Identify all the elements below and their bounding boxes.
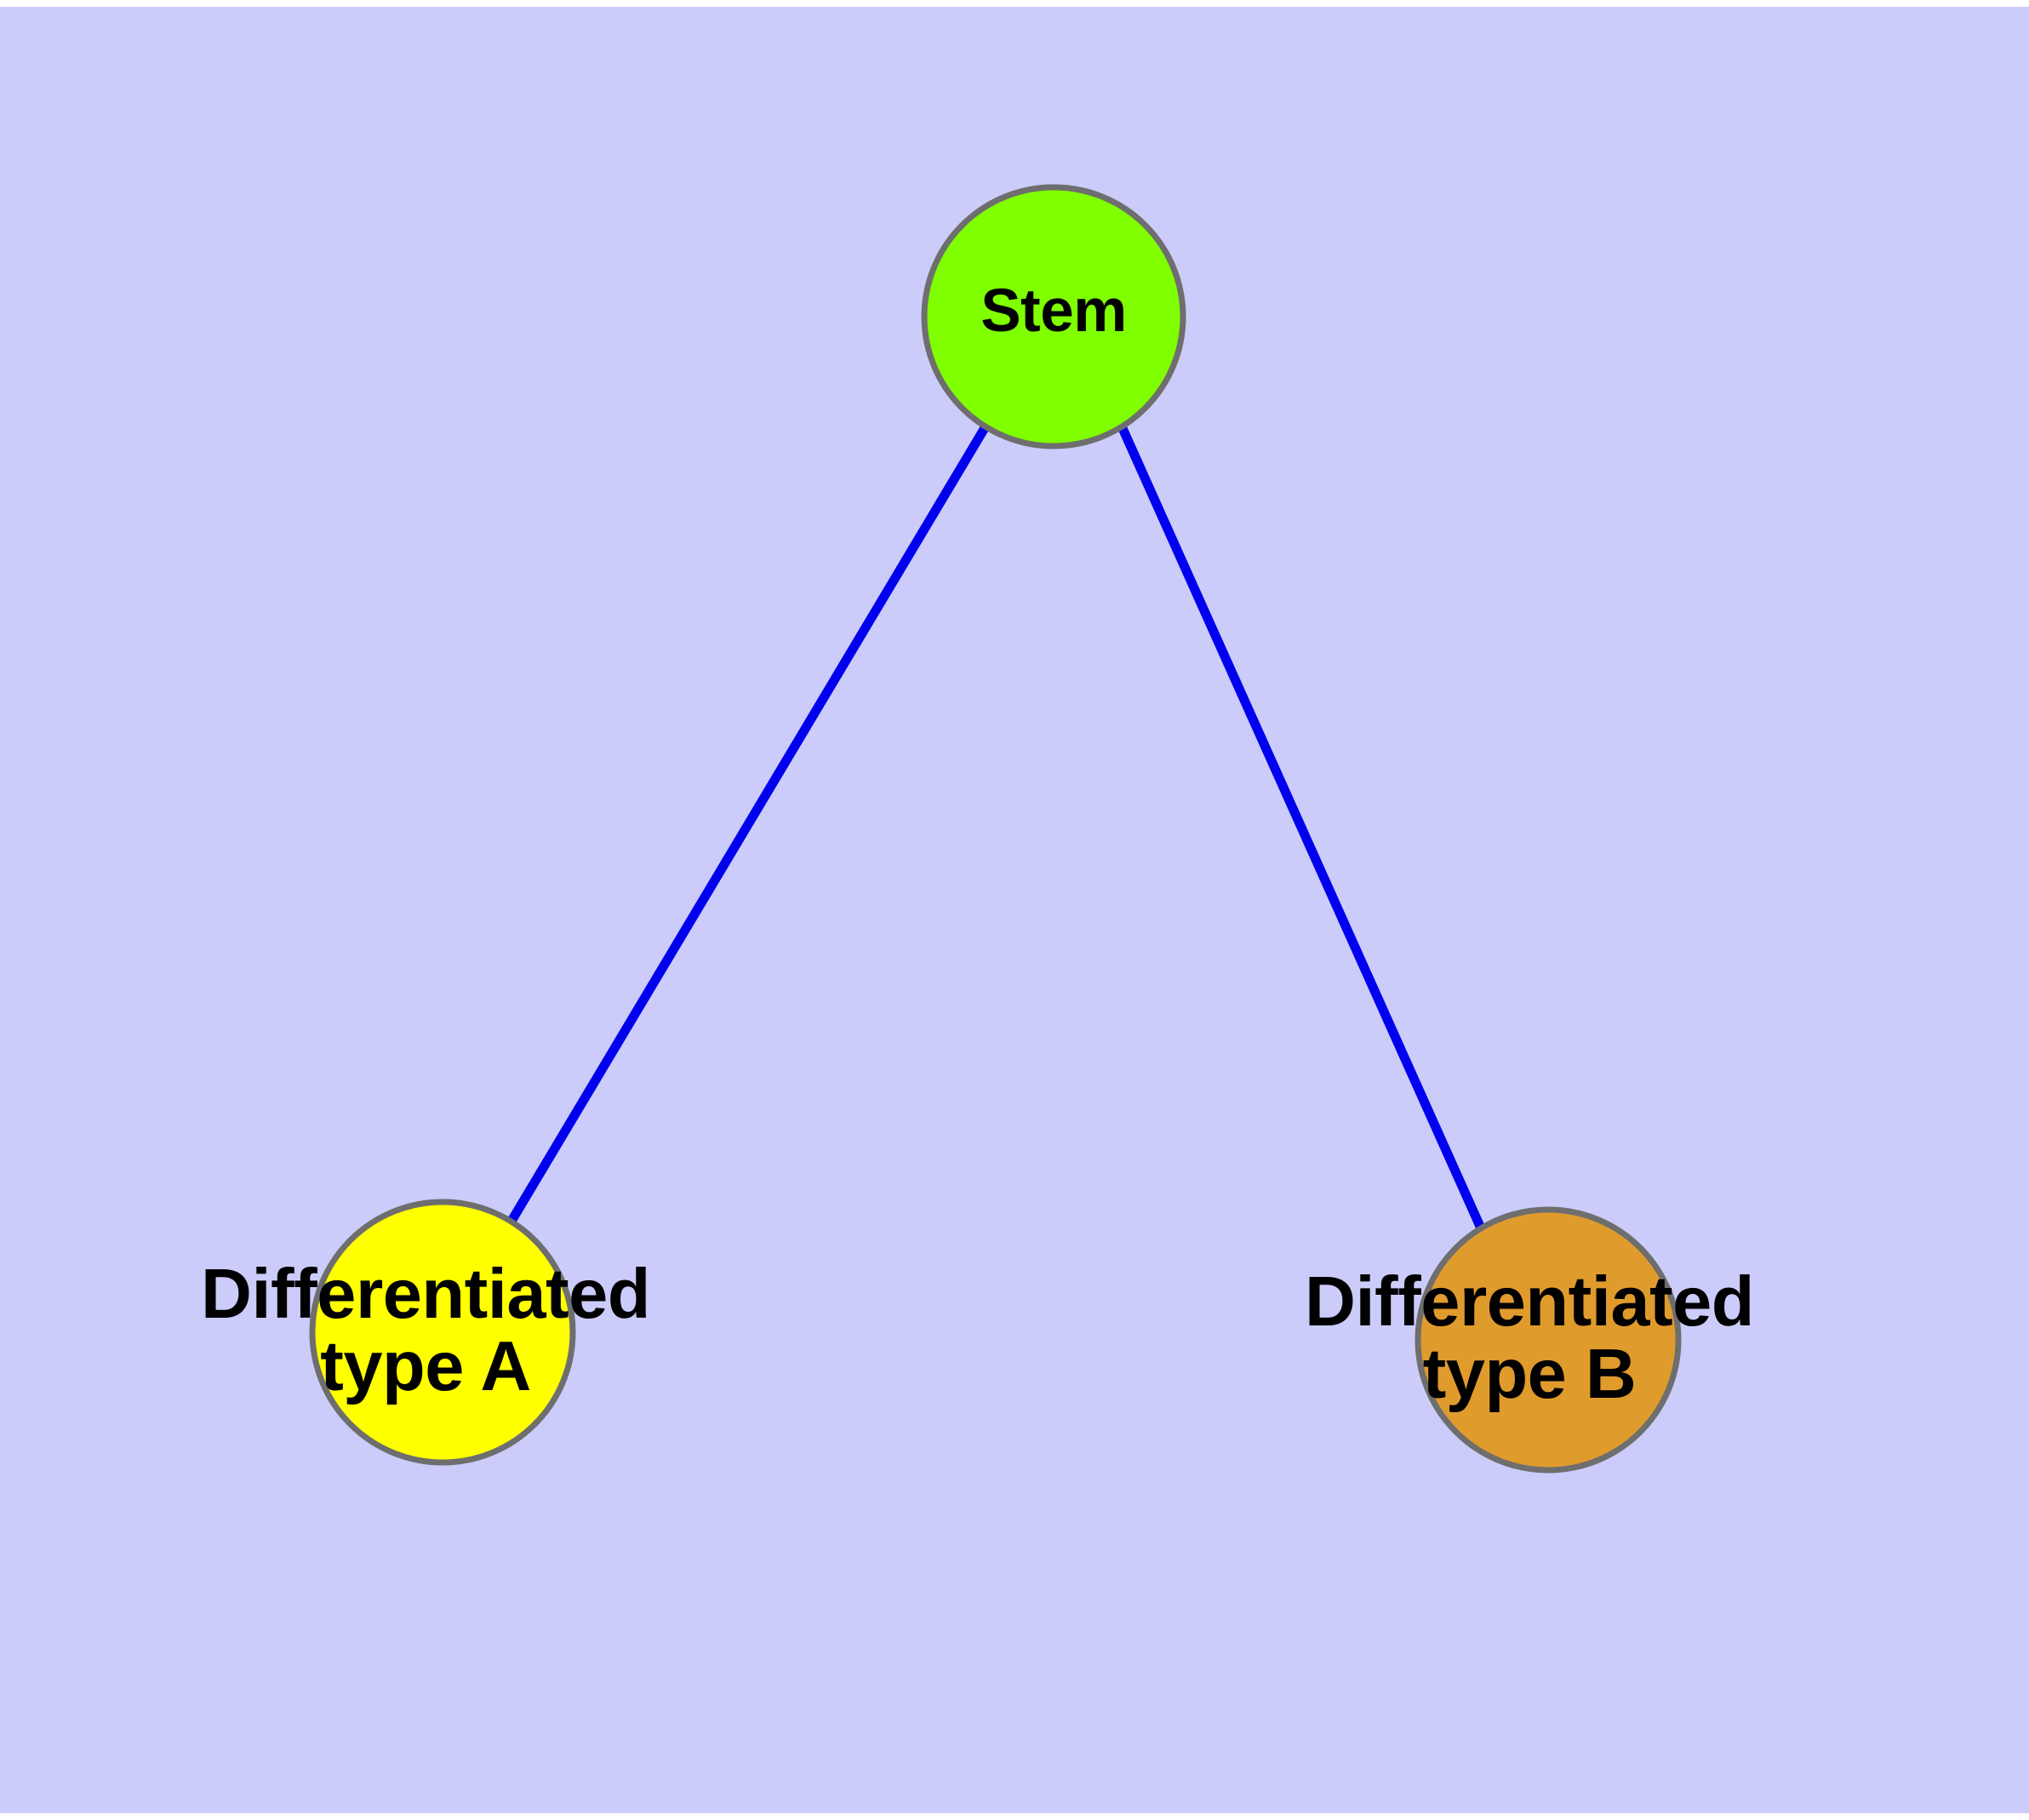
node-circle-stem[interactable] [921, 184, 1186, 449]
node-label-diff-b-line-1: Differentiated [1305, 1262, 1754, 1341]
edge-stem-to-diff-b [1117, 424, 1487, 1233]
graph-svg [309, 184, 1682, 1474]
diagram-background: Stem Differentiated type A Differentiate… [0, 7, 2029, 1813]
edge-layer [506, 424, 1487, 1233]
node-circle-diff-a[interactable] [309, 1199, 576, 1466]
node-circle-diff-b[interactable] [1415, 1206, 1682, 1474]
node-label-diff-b-line-2: type B [1422, 1333, 1637, 1413]
node-label-diff-a: Differentiated type A [85, 1254, 766, 1405]
node-label-diff-a-line-1: Differentiated [201, 1254, 650, 1333]
node-label-diff-b: Differentiated type B [1189, 1262, 1870, 1413]
node-label-diff-a-line-2: type A [320, 1325, 531, 1405]
node-label-stem: Stem [798, 278, 1309, 345]
node-label-stem-line-1: Stem [980, 278, 1127, 345]
edge-stem-to-diff-a [506, 424, 990, 1225]
node-layer [309, 184, 1682, 1474]
